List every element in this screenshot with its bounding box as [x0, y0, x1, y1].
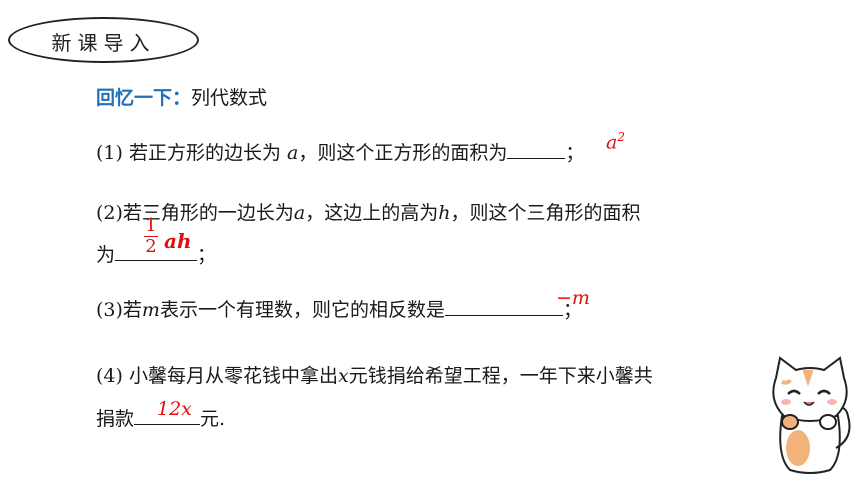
- question-3: (3)若m表示一个有理数，则它的相反数是 ；: [96, 295, 582, 322]
- q1-var: a: [287, 142, 299, 164]
- q2-answer-blank[interactable]: [115, 240, 198, 261]
- q3-answer: −m: [556, 287, 590, 309]
- q3-text-b: 表示一个有理数，则它的相反数是: [159, 299, 445, 321]
- q2-end: ；: [197, 244, 217, 266]
- q4-text-b: 元钱捐给希望工程，一年下来小馨共: [348, 365, 653, 387]
- q3-var: m: [141, 299, 160, 321]
- question-4-line-1: (4) 小馨每月从零花钱中拿出x元钱捐给希望工程，一年下来小馨共: [96, 361, 653, 388]
- q4-var: x: [337, 365, 349, 387]
- q2-text-c: ，则这个三角形的面积: [450, 202, 641, 224]
- q2-answer-fraction: 1 2: [143, 216, 159, 257]
- q1-end: ；: [565, 142, 585, 164]
- heading-prefix: 回忆一下：: [96, 87, 192, 109]
- q1-text-b: ，则这个正方形的面积为: [298, 142, 508, 164]
- q3-text-a: (3)若: [96, 299, 142, 321]
- fraction-bar: [144, 236, 158, 237]
- q4-answer-blank[interactable]: [134, 404, 201, 425]
- q3-end: ；: [562, 299, 582, 321]
- question-2-line-1: (2)若三角形的一边长为a，这边上的高为h，则这个三角形的面积: [96, 198, 641, 225]
- q2-text-a: (2)若三角形的一边长为: [96, 202, 294, 224]
- section-badge: 新课导入: [8, 17, 199, 63]
- question-1: (1) 若正方形的边长为 a，则这个正方形的面积为 ；: [96, 138, 584, 165]
- cat-illustration: [772, 356, 851, 474]
- q1-answer-exp: 2: [617, 130, 625, 144]
- q4-answer: 12x: [157, 398, 192, 420]
- heading-text: 列代数式: [191, 87, 268, 109]
- question-4-line-2: 捐款 元.: [96, 404, 225, 431]
- q1-answer-base: a: [606, 131, 618, 154]
- q2-var-a: a: [293, 202, 306, 224]
- q1-answer-blank[interactable]: [507, 138, 566, 159]
- q2-answer-numerator: 1: [145, 215, 157, 236]
- q2-text-b: ，这边上的高为: [305, 202, 439, 224]
- q1-answer: a2: [606, 130, 625, 153]
- q2-var-h: h: [438, 202, 451, 224]
- q2-line2-prefix: 为: [96, 244, 116, 266]
- q4-text-a: (4) 小馨每月从零花钱中拿出: [96, 365, 338, 387]
- q3-answer-blank[interactable]: [444, 295, 563, 316]
- q1-text-a: (1) 若正方形的边长为: [96, 142, 287, 164]
- section-badge-label: 新课导入: [51, 31, 156, 55]
- heading: 回忆一下：列代数式: [96, 83, 267, 110]
- q4-end: 元.: [200, 408, 226, 430]
- q2-answer-vars: ah: [164, 229, 192, 253]
- question-2-line-2: 为；: [96, 240, 216, 267]
- q4-line2-prefix: 捐款: [96, 408, 135, 430]
- q2-answer-denominator: 2: [145, 236, 157, 257]
